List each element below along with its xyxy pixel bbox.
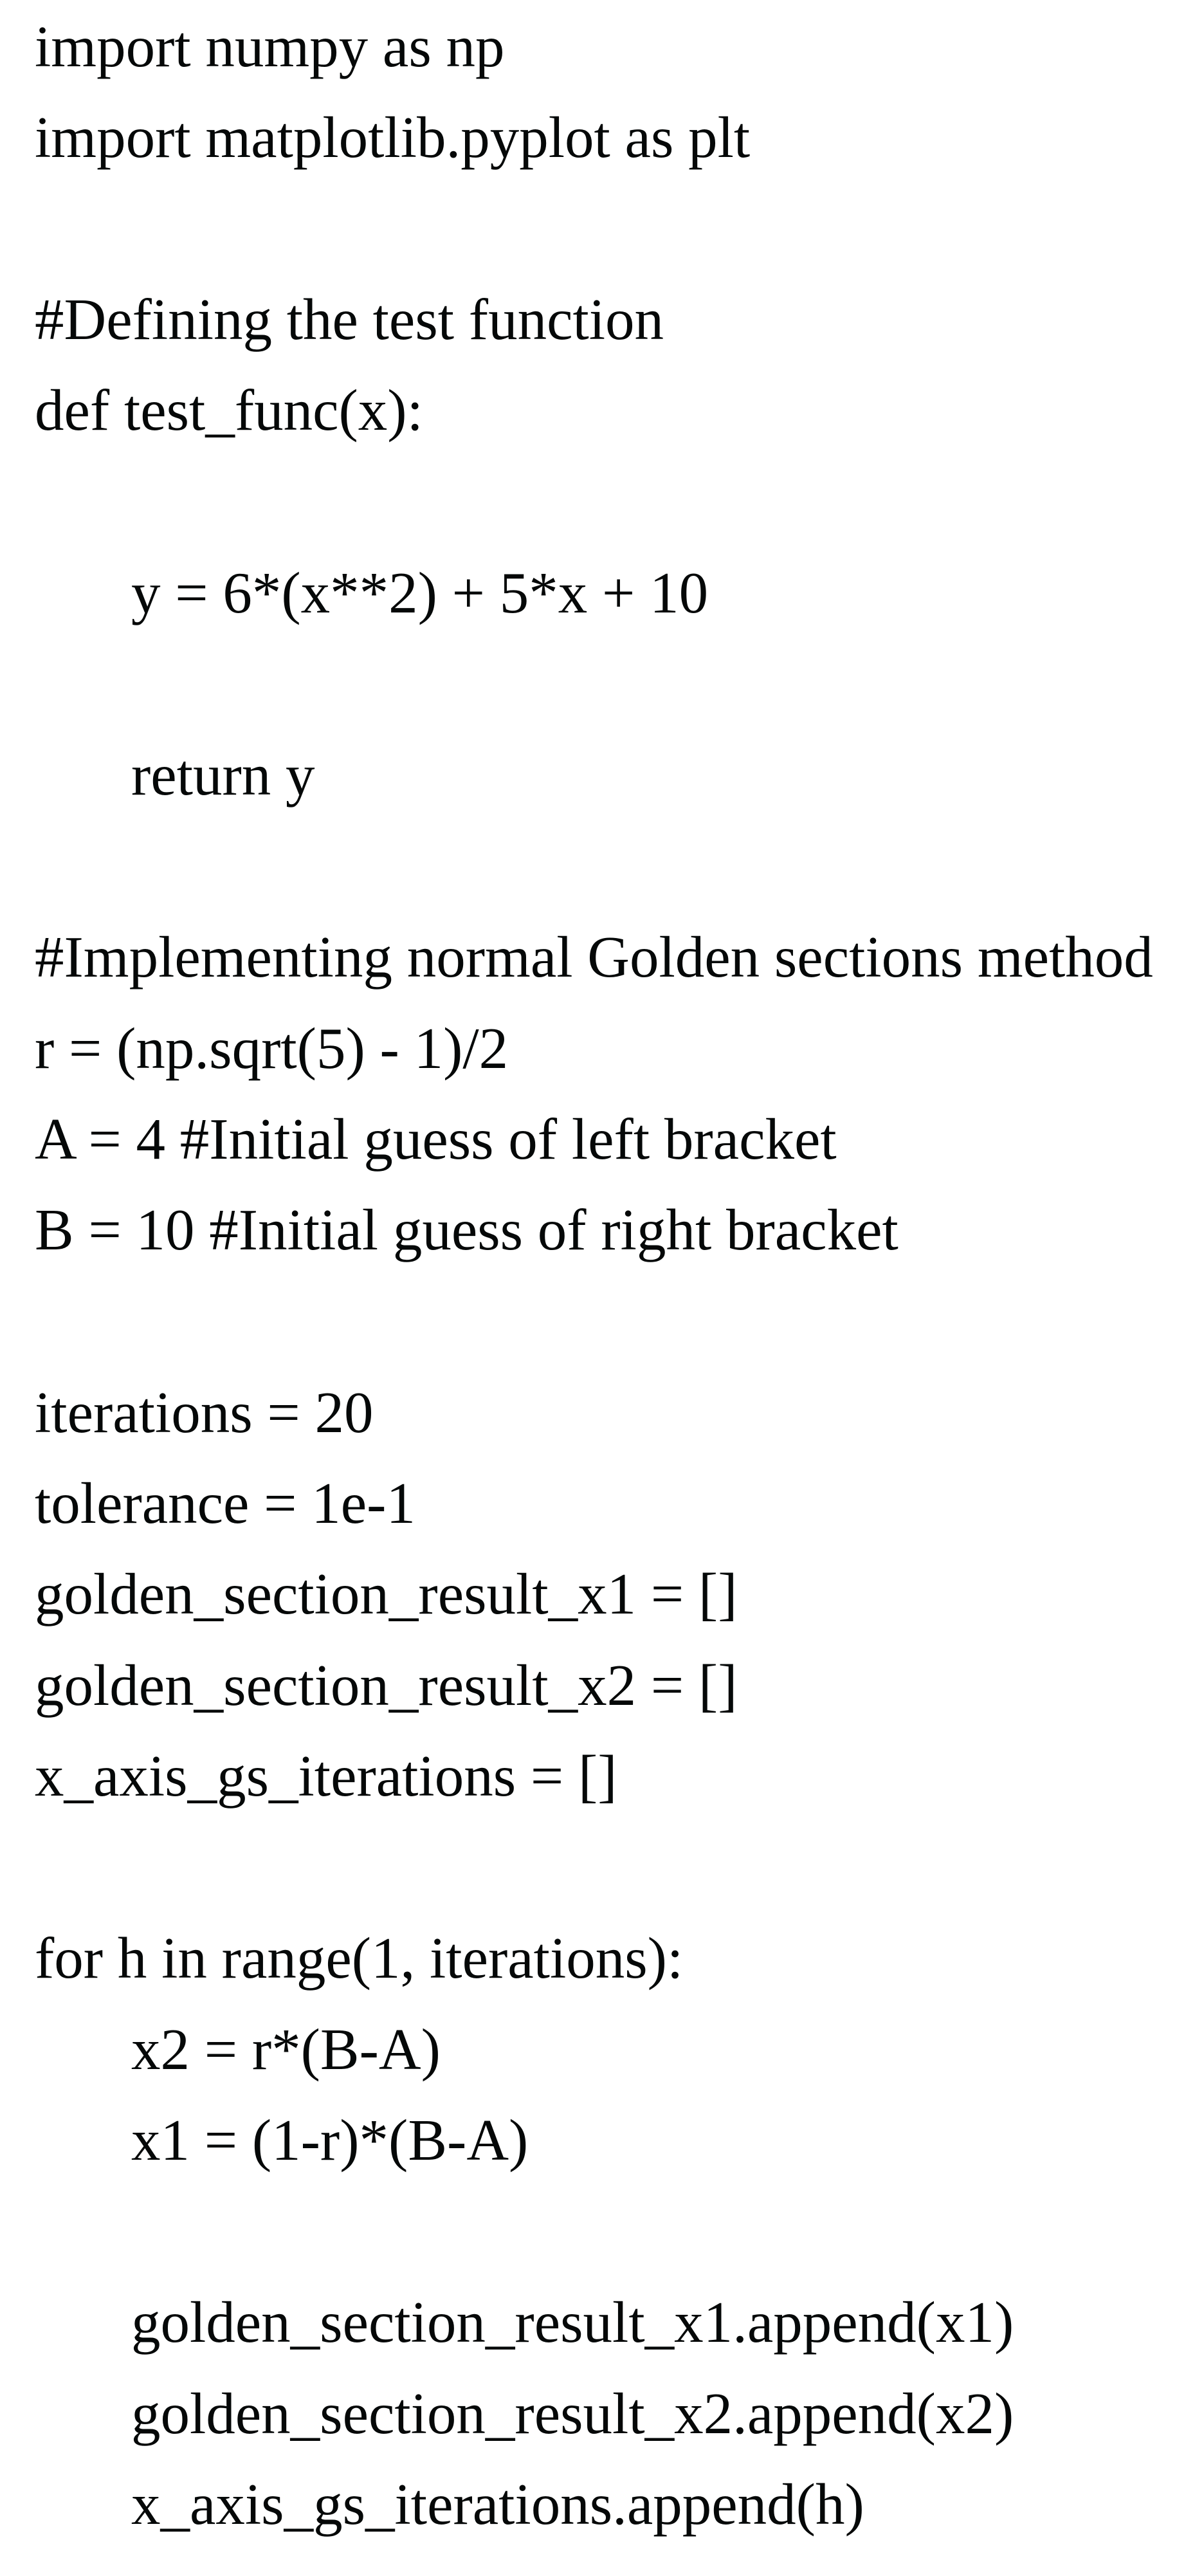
code-line-for-loop: for h in range(1, iterations): [35,1926,684,1991]
code-line-iterations: iterations = 20 [35,1380,374,1445]
code-comment-defining: #Defining the test function [35,287,664,352]
code-comment-implementing: #Implementing normal Golden sections met… [35,925,1153,989]
code-line-y-assign: y = 6*(x**2) + 5*x + 10 [131,560,709,625]
code-line-import-matplotlib: import matplotlib.pyplot as plt [35,105,751,170]
code-line-a-assign: A = 4 #Initial guess of left bracket [35,1107,837,1172]
code-line-x2-assign: x2 = r*(B-A) [131,2017,441,2082]
code-line-import-numpy: import numpy as np [35,14,505,79]
code-line-gs-result-x1: golden_section_result_x1 = [] [35,1561,738,1626]
code-line-x-axis-iterations: x_axis_gs_iterations = [] [35,1743,617,1808]
code-line-gs-result-x2: golden_section_result_x2 = [] [35,1653,738,1718]
code-line-def-test-func: def test_func(x): [35,378,423,443]
code-line-append-x1: golden_section_result_x1.append(x1) [131,2290,1014,2355]
code-line-tolerance: tolerance = 1e-1 [35,1471,415,1536]
code-line-b-assign: B = 10 #Initial guess of right bracket [35,1197,899,1262]
code-line-append-h: x_axis_gs_iterations.append(h) [131,2472,864,2537]
code-line-x1-assign: x1 = (1-r)*(B-A) [131,2108,529,2173]
code-line-return-y: return y [131,742,315,807]
code-line-r-assign: r = (np.sqrt(5) - 1)/2 [35,1016,509,1081]
code-line-append-x2: golden_section_result_x2.append(x2) [131,2381,1014,2446]
